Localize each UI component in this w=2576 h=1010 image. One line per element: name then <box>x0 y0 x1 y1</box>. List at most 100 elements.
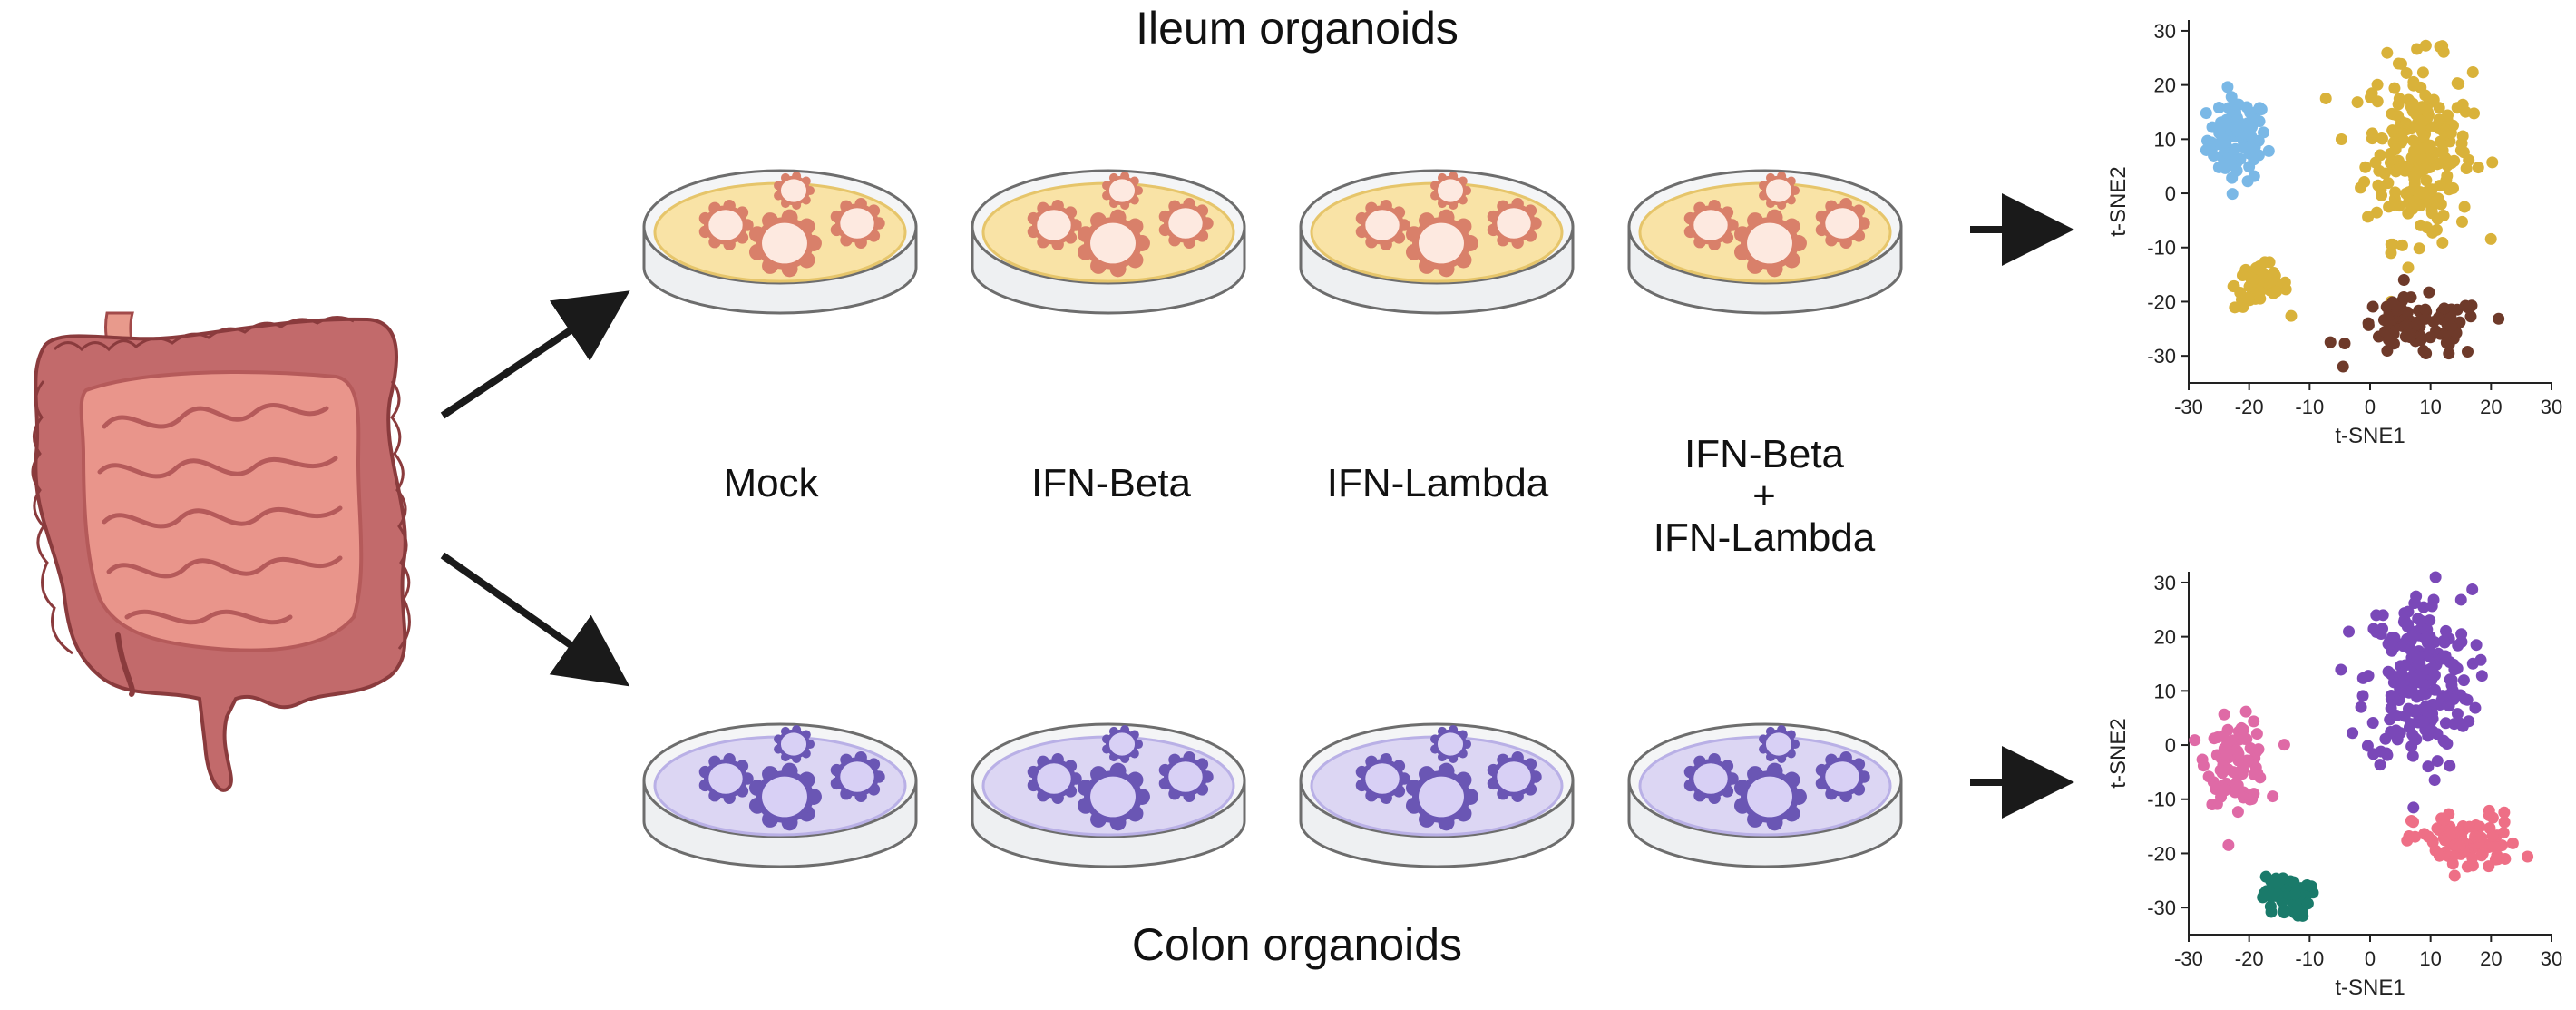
ileum-organoids-1 <box>698 172 885 278</box>
colon-point <box>2230 777 2242 789</box>
colon-point <box>2428 774 2441 787</box>
ileum-point <box>2253 102 2266 114</box>
colon-point <box>2439 834 2452 847</box>
ileum-point <box>2420 174 2433 187</box>
ileum-point <box>2445 319 2458 332</box>
colon-x-tick-label: -20 <box>2235 947 2264 970</box>
ileum-y-tick-label: 0 <box>2165 182 2176 205</box>
colon-point <box>2189 734 2201 747</box>
ileum-point <box>2416 66 2429 79</box>
ileum-point <box>2451 77 2464 90</box>
ileum-point <box>2221 81 2234 93</box>
ileum-point <box>2214 136 2227 149</box>
ileum-point <box>2206 121 2219 133</box>
colon-point <box>2407 801 2420 814</box>
ileum-point <box>2392 154 2405 167</box>
colon-point <box>2237 723 2249 736</box>
colon-point <box>2422 830 2435 843</box>
colon-organoids-3 <box>1355 725 1542 831</box>
ileum-point <box>2362 317 2375 329</box>
ileum-y-tick-label: 30 <box>2154 20 2176 43</box>
ileum-point <box>2459 105 2472 118</box>
colon-y-tick-label: 20 <box>2154 626 2176 649</box>
colon-point <box>2438 813 2451 826</box>
ileum-organoids-3 <box>1355 172 1542 278</box>
colon-point <box>2401 834 2414 847</box>
ileum-point <box>2415 101 2428 113</box>
colon-organoids-2 <box>1027 725 1214 831</box>
colon-point <box>2244 741 2257 754</box>
ileum-x-tick-label: -30 <box>2174 396 2203 418</box>
colon-point <box>2260 885 2273 897</box>
ileum-point <box>2319 92 2332 104</box>
ileum-point <box>2419 303 2432 316</box>
ileum-point <box>2414 165 2426 178</box>
ileum-point <box>2395 239 2408 251</box>
colon-point <box>2429 683 2442 696</box>
colon-point <box>2374 759 2386 771</box>
colon-dish-3 <box>1299 722 1575 868</box>
ileum-point <box>2458 201 2471 213</box>
colon-point <box>2222 838 2235 851</box>
ileum-point <box>2200 107 2212 120</box>
colon-point <box>2375 628 2387 641</box>
colon-point <box>2391 733 2404 746</box>
ileum-point <box>2384 147 2396 160</box>
colon-point <box>2439 650 2452 662</box>
colon-point <box>2399 659 2412 672</box>
colon-point <box>2355 701 2367 713</box>
ileum-point <box>2493 312 2505 325</box>
ileum-point <box>2335 132 2347 145</box>
ileum-point <box>2443 338 2455 351</box>
ileum-point <box>2388 82 2401 94</box>
ileum-point <box>2236 270 2249 281</box>
ileum-y-tick-label: -30 <box>2147 345 2176 368</box>
ileum-point <box>2366 127 2378 140</box>
ileum-organoids-2 <box>1027 172 1214 278</box>
colon-point <box>2417 715 2430 728</box>
condition-label-ifn-beta-lambda: IFN-Beta + IFN-Lambda <box>1653 432 1876 560</box>
colon-dish-1 <box>642 722 918 868</box>
condition-label-ifn-beta: IFN-Beta <box>1030 461 1192 505</box>
colon-point <box>2335 663 2347 676</box>
colon-dish-4 <box>1627 722 1903 868</box>
ileum-point <box>2437 209 2450 221</box>
colon-point <box>2220 784 2232 797</box>
colon-point <box>2448 869 2461 882</box>
colon-point <box>2382 665 2395 678</box>
ileum-point <box>2369 156 2382 169</box>
ileum-point <box>2234 152 2247 165</box>
ileum-point <box>2455 137 2468 150</box>
ileum-point <box>2423 286 2435 299</box>
colon-point <box>2440 624 2453 637</box>
colon-x-tick-label: 20 <box>2480 947 2502 970</box>
colon-x-tick-label: 0 <box>2365 947 2376 970</box>
ileum-point <box>2220 116 2232 129</box>
ileum-point <box>2337 360 2349 373</box>
ileum-cluster-2 <box>2319 39 2499 308</box>
colon-point <box>2210 798 2223 810</box>
ileum-point <box>2401 306 2414 319</box>
ileum-point <box>2415 152 2427 165</box>
colon-point <box>2395 677 2407 690</box>
ileum-dish-1 <box>642 169 918 315</box>
colon-x-tick-label: -30 <box>2174 947 2203 970</box>
colon-point <box>2466 583 2479 595</box>
ileum-point <box>2390 163 2403 176</box>
colon-point <box>2210 783 2222 796</box>
ileum-point <box>2400 187 2413 200</box>
colon-point <box>2455 628 2468 641</box>
colon-point <box>2305 880 2317 893</box>
colon-point <box>2469 701 2482 714</box>
colon-point <box>2248 715 2260 728</box>
colon-organoids-1 <box>698 725 885 831</box>
colon-point <box>2264 900 2277 913</box>
ileum-y-tick-label: -20 <box>2147 290 2176 313</box>
colon-point <box>2422 760 2435 773</box>
colon-dish-2 <box>971 722 1246 868</box>
colon-point <box>2366 717 2379 730</box>
colon-point <box>2461 860 2474 873</box>
colon-organoids-4 <box>1683 725 1870 831</box>
